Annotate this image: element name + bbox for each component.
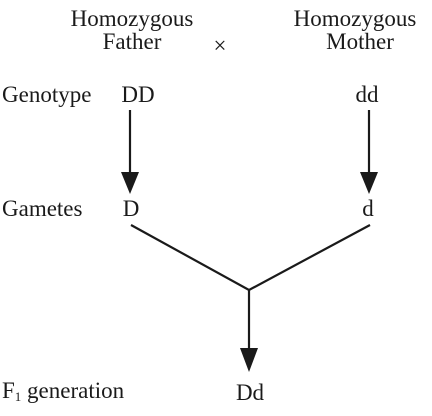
f1-label-suffix: generation bbox=[21, 378, 125, 403]
f1-label-subscript: 1 bbox=[14, 389, 22, 404]
gametes-label: Gametes bbox=[2, 196, 83, 221]
offspring-arrowhead bbox=[240, 348, 258, 372]
f1-generation-label: F1 generation bbox=[2, 378, 124, 410]
mother-header-line1: Homozygous bbox=[293, 6, 417, 31]
father-header-line2: Father bbox=[102, 29, 162, 54]
genotype-label: Genotype bbox=[2, 82, 92, 107]
father-genotype: DD bbox=[121, 82, 155, 107]
gametes-merge-line bbox=[130, 224, 371, 292]
cross-symbol: × bbox=[213, 33, 227, 58]
f1-label-prefix: F bbox=[2, 378, 15, 403]
mother-genotype: dd bbox=[355, 82, 379, 107]
father-arrowhead bbox=[121, 172, 139, 194]
father-gamete: D bbox=[122, 196, 140, 221]
mother-header-line2: Mother bbox=[326, 29, 394, 54]
mother-gamete: d bbox=[362, 196, 374, 221]
father-header-line1: Homozygous bbox=[70, 6, 194, 31]
mother-arrowhead bbox=[360, 172, 378, 194]
offspring-genotype: Dd bbox=[235, 380, 265, 405]
